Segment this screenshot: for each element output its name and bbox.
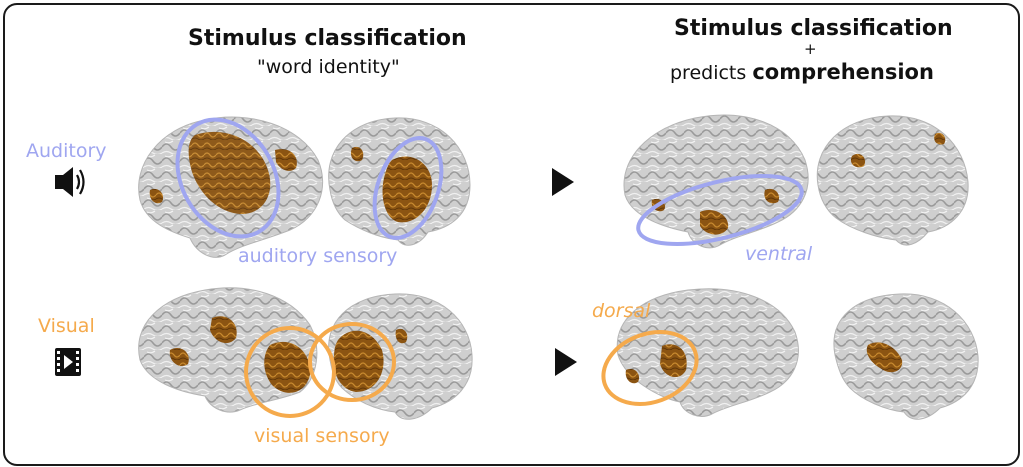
right-panel-plus: + [804, 40, 817, 58]
auditory-sensory-ellipse-right [372, 136, 444, 240]
auditory-sensory-ellipse-left [175, 117, 281, 239]
visual-sensory-ellipse-left [244, 326, 336, 418]
dorsal-label: dorsal [592, 300, 651, 322]
arrow-auditory-icon [552, 168, 574, 196]
visual-sensory-label: visual sensory [254, 425, 390, 447]
ventral-label: ventral [745, 243, 813, 265]
visual-label: Visual [38, 315, 95, 337]
brain-ventral-right [816, 115, 969, 246]
dorsal-ellipse [601, 330, 699, 406]
brain-auditory-lateral [138, 116, 324, 258]
brain-dorsal-lateral [616, 288, 799, 417]
right-panel-predicts: predicts comprehension [670, 60, 934, 84]
speaker-icon [55, 167, 85, 197]
brain-dorsal-right [833, 293, 979, 420]
auditory-label: Auditory [26, 140, 107, 162]
left-panel-title: Stimulus classification [188, 26, 467, 51]
predicts-prefix: predicts [670, 62, 753, 84]
brain-visual-lateral [138, 287, 318, 413]
left-panel-subtitle: "word identity" [257, 56, 400, 78]
brain-auditory-right [328, 117, 471, 246]
film-icon [55, 348, 81, 376]
arrow-visual-icon [555, 348, 577, 376]
visual-sensory-ellipse-right [308, 322, 396, 402]
auditory-sensory-label: auditory sensory [238, 245, 398, 267]
predicts-bold: comprehension [752, 60, 934, 84]
right-panel-title: Stimulus classification [674, 16, 953, 41]
ventral-ellipse [636, 174, 804, 246]
